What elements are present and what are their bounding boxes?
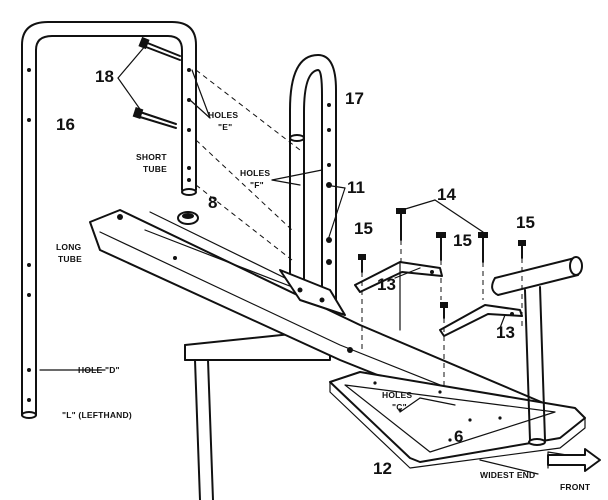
pedal-tray (329, 371, 586, 469)
bolts-18 (132, 36, 181, 129)
leader-lines (39, 44, 599, 475)
part-number-13-left: 13 (377, 275, 396, 294)
part-number-6: 6 (454, 427, 463, 446)
label-long-tube-line1: LONG (56, 242, 82, 252)
front-arrow (547, 448, 601, 472)
end-cap-8 (177, 211, 199, 225)
part-number-16: 16 (56, 115, 75, 134)
part-number-12: 12 (373, 459, 392, 478)
part-number-15-left: 15 (354, 219, 373, 238)
base-stand (184, 329, 351, 500)
label-short-tube-line1: SHORT (136, 152, 167, 162)
part-number-14: 14 (437, 185, 456, 204)
label-holes-c-line1: HOLES (382, 390, 412, 400)
label-widest-end: WIDEST END (480, 470, 535, 480)
part-number-15-right: 15 (516, 213, 535, 232)
label-holes-f-line1: HOLES (240, 168, 270, 178)
handlebar (491, 256, 583, 446)
label-holes-c-line2: "C" (392, 402, 407, 412)
part-number-18: 18 (95, 67, 114, 86)
label-short-tube-line2: TUBE (143, 164, 167, 174)
short-tube-17 (289, 54, 337, 301)
label-holes-f-line2: "F" (250, 180, 264, 190)
long-tube-16 (21, 21, 197, 419)
label-front: FRONT (560, 482, 591, 492)
label-long-tube-line2: TUBE (58, 254, 82, 264)
part-number-13-right: 13 (496, 323, 515, 342)
bolts-14-15 (358, 208, 526, 319)
rail-bracket (279, 269, 346, 316)
alignment-lines (195, 69, 523, 390)
crossbars-13 (354, 261, 523, 337)
part-number-8: 8 (208, 193, 217, 212)
part-number-15-middle: 15 (453, 231, 472, 250)
label-hole-d: HOLE "D" (78, 365, 120, 375)
part-number-11: 11 (347, 178, 365, 197)
part-number-17: 17 (345, 89, 364, 108)
label-lefthand: "L" (LEFTHAND) (62, 410, 132, 420)
label-holes-e-line2: "E" (218, 122, 232, 132)
label-holes-e-line1: HOLES (208, 110, 238, 120)
